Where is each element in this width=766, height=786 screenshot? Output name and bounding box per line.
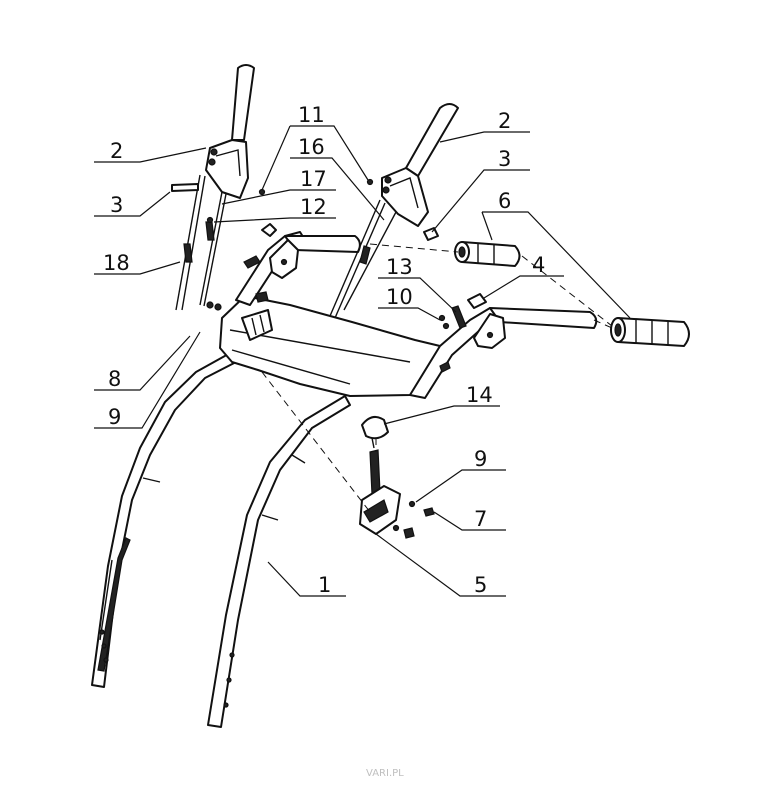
- throttle-lever-assembly: [359, 449, 435, 539]
- label-3-left: 3: [110, 193, 123, 217]
- label-4: 4: [532, 253, 545, 277]
- label-9-right: 9: [474, 447, 487, 471]
- part-labels: 2 3 18 8 9 11 16 17 12 2 3 6 13 4 10 14 …: [103, 103, 545, 597]
- leader-lines: [94, 125, 631, 597]
- label-1: 1: [318, 573, 331, 597]
- label-11: 11: [298, 103, 325, 127]
- label-8: 8: [108, 367, 121, 391]
- handlebar-frame: [91, 231, 598, 728]
- label-5: 5: [474, 573, 487, 597]
- label-7: 7: [474, 507, 487, 531]
- label-2-right: 2: [498, 109, 511, 133]
- right-control-lever: [329, 103, 459, 319]
- label-13: 13: [386, 255, 413, 279]
- label-6: 6: [498, 189, 511, 213]
- label-12: 12: [300, 195, 327, 219]
- label-18: 18: [103, 251, 130, 275]
- label-10: 10: [386, 285, 413, 309]
- label-2-left: 2: [110, 139, 123, 163]
- label-14: 14: [466, 383, 493, 407]
- assembly-lines: [261, 243, 613, 513]
- label-9-left: 9: [108, 405, 121, 429]
- watermark: VARI.PL: [366, 768, 404, 779]
- label-3-right: 3: [498, 147, 511, 171]
- shift-knob: [361, 415, 389, 449]
- left-control-lever: [171, 64, 277, 311]
- label-17: 17: [300, 167, 327, 191]
- hand-grips: [454, 241, 690, 347]
- label-16: 16: [298, 135, 325, 159]
